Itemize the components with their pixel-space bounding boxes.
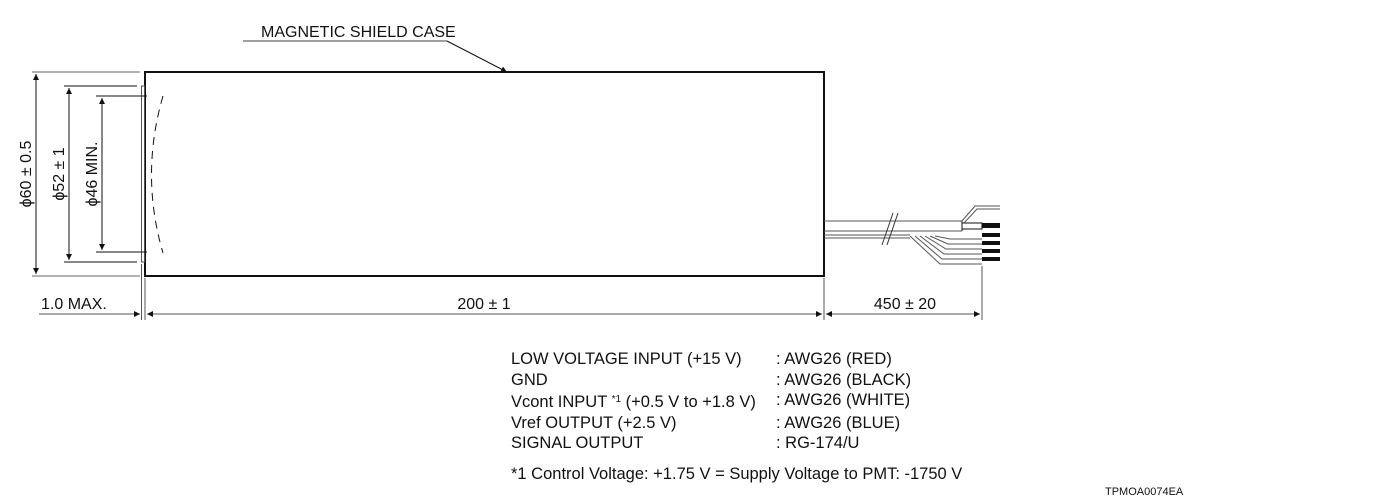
cable-bundle [824, 205, 1000, 265]
dim-face-offset: 1.0 MAX. [41, 296, 107, 313]
spec-name-text: LOW VOLTAGE INPUT (+15 V) [511, 350, 742, 368]
spec-row-vcont: Vcont INPUT *1 (+0.5 V to +1.8 V) : AWG2… [511, 390, 911, 413]
spec-value: : AWG26 (WHITE) [776, 391, 911, 409]
faceplate [141, 85, 145, 263]
dim-outer-diameter: ϕ60 ± 0.5 [18, 141, 35, 208]
wire-ends [982, 223, 1000, 261]
spec-name-text: GND [511, 370, 548, 389]
spec-name-text: SIGNAL OUTPUT [511, 434, 644, 452]
footnote: *1 Control Voltage: +1.75 V = Supply Vol… [511, 465, 963, 483]
dim-middle-diameter: ϕ52 ± 1 [51, 147, 68, 200]
spec-row-signal: SIGNAL OUTPUT : RG-174/U [511, 433, 911, 454]
spec-name: Vcont INPUT *1 (+0.5 V to +1.8 V) [511, 390, 776, 413]
spec-value: : AWG26 (BLUE) [776, 413, 901, 432]
dim-body-length: 200 ± 1 [457, 296, 510, 313]
spec-row-low-voltage: LOW VOLTAGE INPUT (+15 V) : AWG26 (RED) [511, 349, 911, 370]
spec-name: GND [511, 370, 776, 391]
dim-cable-length: 450 ± 20 [874, 296, 936, 313]
spec-name: SIGNAL OUTPUT [511, 433, 776, 454]
spec-name-suffix: (+0.5 V to +1.8 V) [621, 393, 756, 411]
spec-row-vref: Vref OUTPUT (+2.5 V) : AWG26 (BLUE) [511, 413, 911, 434]
spec-name-text: Vcont INPUT [511, 393, 612, 411]
spec-value: : AWG26 (RED) [776, 350, 892, 368]
spec-name-text: Vref OUTPUT (+2.5 V) [511, 413, 677, 432]
footnote-ref: *1 [611, 394, 622, 405]
shield-case-body [144, 71, 825, 277]
spec-value: : RG-174/U [776, 434, 860, 452]
callout-label: MAGNETIC SHIELD CASE [261, 24, 456, 41]
spec-row-gnd: GND : AWG26 (BLACK) [511, 370, 911, 391]
photocathode-curve [151, 95, 164, 254]
connection-spec-table: LOW VOLTAGE INPUT (+15 V) : AWG26 (RED) … [511, 349, 911, 454]
spec-name: Vref OUTPUT (+2.5 V) [511, 413, 776, 434]
spec-name: LOW VOLTAGE INPUT (+15 V) [511, 349, 776, 370]
dim-effective-diameter: ϕ46 MIN. [84, 142, 101, 207]
drawing-code: TPMOA0074EA [1105, 486, 1184, 498]
spec-value: : AWG26 (BLACK) [776, 370, 912, 389]
callout-leader [446, 40, 508, 73]
